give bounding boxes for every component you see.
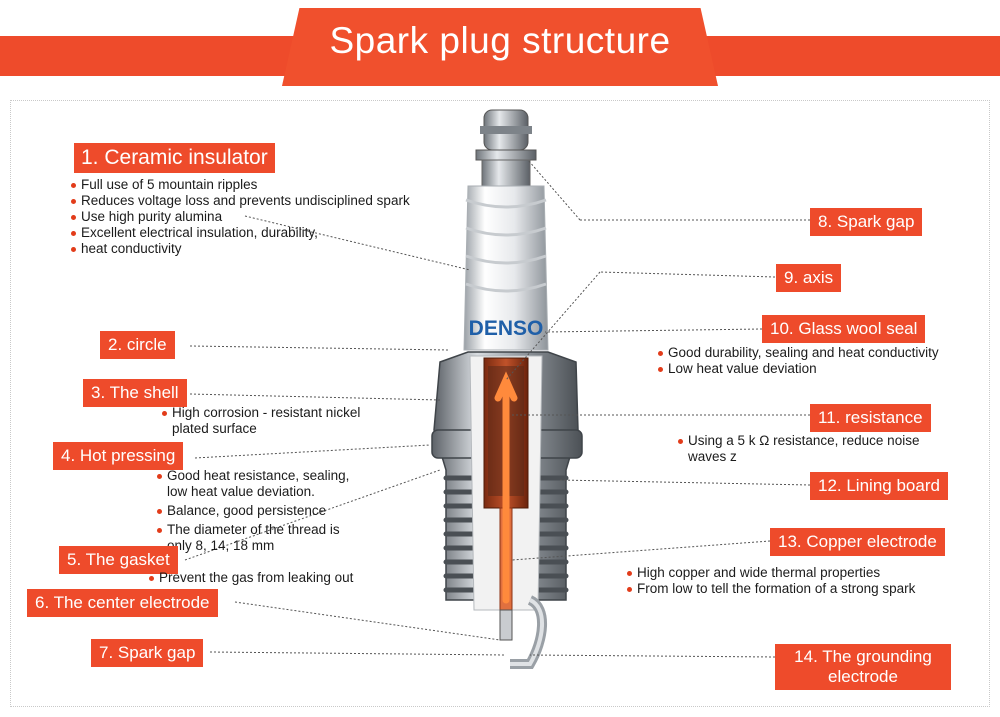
label-line: 14. The grounding [794,647,932,666]
note-item: High corrosion - resistant nickel [161,405,401,421]
label-axis: 9. axis [776,264,842,292]
note-item: Prevent the gas from leaking out [148,570,398,586]
electrodes [499,595,548,669]
note-item: The diameter of the thread is [156,522,386,538]
note-item: Good durability, sealing and heat conduc… [657,345,992,361]
label-lining-board: 12. Lining board [810,472,948,500]
notes-resistance: Using a 5 k Ω resistance, reduce noise w… [677,433,967,465]
note-item: Balance, good persistence [156,503,386,519]
note-item: heat conductivity [70,241,470,257]
label-resistance: 11. resistance [810,404,931,432]
label-grounding-electrode: 14. The grounding electrode [775,644,951,690]
note-item: Low heat value deviation [657,361,992,377]
page-title: Spark plug structure [329,20,671,61]
notes-shell: High corrosion - resistant nickel plated… [161,405,401,437]
label-hot-pressing: 4. Hot pressing [53,442,184,470]
leader-lines [184,159,811,658]
note-item: Using a 5 k Ω resistance, reduce noise [677,433,967,449]
notes-ceramic-insulator: Full use of 5 mountain ripples Reduces v… [70,177,470,257]
label-shell: 3. The shell [83,379,187,407]
note-item: Full use of 5 mountain ripples [70,177,470,193]
cutaway-core [469,355,543,627]
note-item: only 8, 14, 18 mm [167,538,275,553]
label-gasket: 5. The gasket [59,546,178,574]
note-item: Use high purity alumina [70,209,470,225]
ceramic-insulator: DENSO [463,185,549,351]
notes-glass-wool-seal: Good durability, sealing and heat conduc… [657,345,992,377]
content-frame [10,100,990,707]
notes-gasket: Prevent the gas from leaking out [148,570,398,586]
label-circle: 2. circle [100,331,175,359]
label-ceramic-insulator: 1. Ceramic insulator [74,143,275,173]
note-item: plated surface [172,421,257,436]
label-glass-wool-seal: 10. Glass wool seal [762,315,926,343]
note-item: Reduces voltage loss and prevents undisc… [70,193,470,209]
note-item: High copper and wide thermal properties [626,565,976,581]
header-banner [282,8,718,86]
note-item: From low to tell the formation of a stro… [626,581,976,597]
note-item: Excellent electrical insulation, durabil… [70,225,470,241]
note-item: Good heat resistance, sealing, [156,468,386,484]
notes-copper-electrode: High copper and wide thermal properties … [626,565,976,597]
label-spark-gap-left: 7. Spark gap [91,639,204,667]
note-item: low heat value deviation. [167,484,315,499]
note-item: waves z [688,449,737,464]
terminal-nut [475,109,537,187]
label-copper-electrode: 13. Copper electrode [770,528,945,556]
label-center-electrode: 6. The center electrode [27,589,218,617]
brand-text: DENSO [469,317,544,340]
label-spark-gap-right: 8. Spark gap [810,208,923,236]
notes-hot-pressing: Good heat resistance, sealing, low heat … [156,468,386,554]
label-line: electrode [828,667,898,686]
